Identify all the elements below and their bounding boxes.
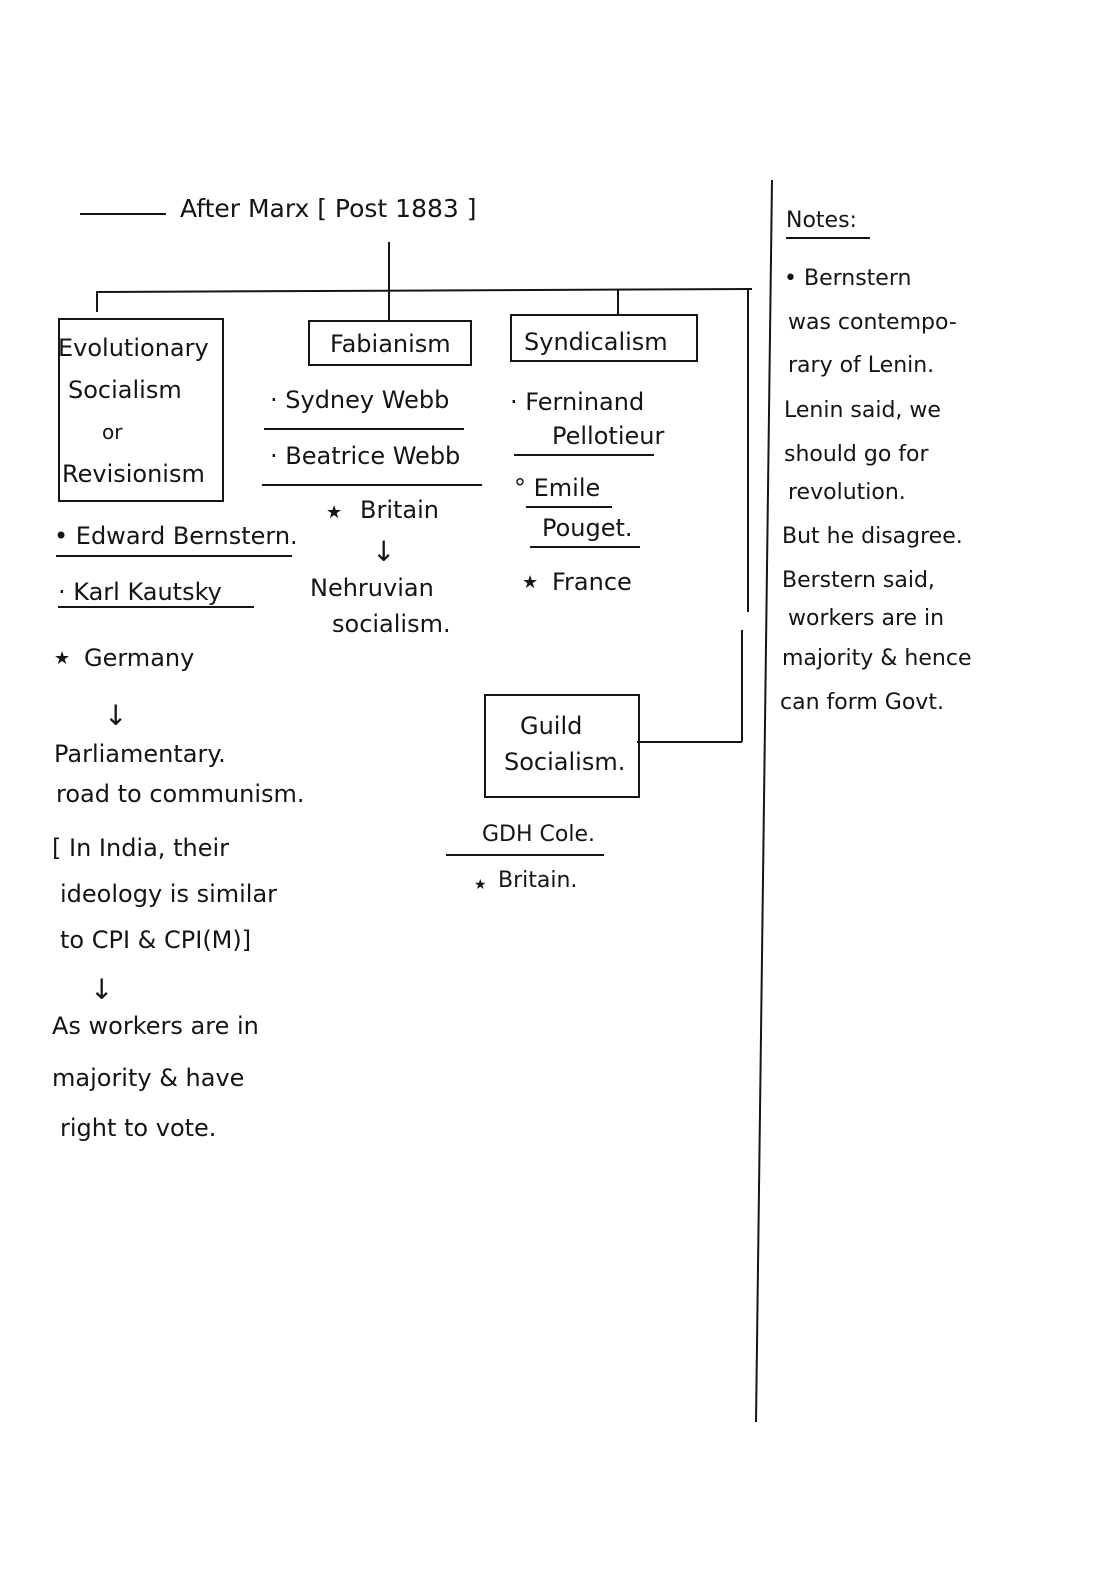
star-icon: ★	[474, 877, 487, 893]
underline	[56, 555, 292, 557]
evolutionary-box-line: Socialism	[68, 376, 182, 404]
fabianism-box	[308, 320, 472, 366]
person-emile-pouget: Pouget.	[542, 514, 633, 542]
outcome-line: Parliamentary.	[54, 740, 226, 768]
evolutionary-box	[58, 318, 224, 502]
syndicalism-label: Syndicalism	[524, 328, 668, 356]
evolutionary-box-line: Revisionism	[62, 460, 205, 488]
underline	[58, 606, 254, 608]
underline	[264, 428, 464, 430]
person-gdh-cole: GDH Cole.	[482, 822, 595, 847]
reason-line: right to vote.	[60, 1114, 217, 1142]
notes-line: majority & hence	[782, 646, 972, 671]
arrow-down-icon: ↓	[90, 973, 114, 1006]
reason-line: As workers are in	[52, 1012, 259, 1040]
branch-bar	[95, 288, 753, 293]
underline	[526, 506, 612, 508]
person-sydney-webb: · Sydney Webb	[270, 386, 450, 414]
underline	[530, 546, 640, 548]
notes-line: can form Govt.	[780, 690, 944, 715]
fabianism-label: Fabianism	[330, 330, 451, 358]
star-icon: ★	[54, 648, 71, 669]
india-note-line: ideology is similar	[60, 880, 278, 908]
notes-line: Lenin said, we	[784, 398, 941, 423]
country-britain: Britain	[360, 496, 439, 524]
evolutionary-box-line: or	[102, 420, 123, 444]
notes-line: But he disagree.	[782, 524, 963, 549]
outcome-line: Nehruvian	[310, 574, 434, 602]
notes-line: Berstern said,	[782, 568, 935, 593]
notes-line: • Bernstern	[784, 266, 912, 291]
person-beatrice-webb: · Beatrice Webb	[270, 442, 461, 470]
star-icon: ★	[522, 572, 539, 593]
india-note-line: to CPI & CPI(M)]	[60, 926, 252, 954]
outcome-line: road to communism.	[56, 780, 305, 808]
evolutionary-box-line: Evolutionary	[58, 334, 209, 362]
guild-box-line: Guild	[520, 712, 583, 740]
reason-line: majority & have	[52, 1064, 245, 1092]
outcome-line: socialism.	[332, 610, 451, 638]
underline	[446, 854, 604, 856]
country-france: France	[552, 568, 632, 596]
person-ferninand: Pellotieur	[552, 422, 665, 450]
underline	[262, 484, 482, 486]
notes-divider	[755, 179, 773, 1423]
syndicalism-box	[510, 314, 698, 362]
person-edward-bernstern: • Edward Bernstern.	[54, 522, 298, 550]
star-icon: ★	[326, 502, 343, 523]
underline	[514, 454, 654, 456]
person-ferninand: · Ferninand	[510, 388, 645, 416]
guild-box-line: Socialism.	[504, 748, 626, 776]
notes-line: should go for	[784, 442, 929, 467]
person-emile-pouget: ° Emile	[514, 474, 601, 502]
guild-box	[484, 694, 640, 798]
person-karl-kautsky: · Karl Kautsky	[58, 578, 222, 606]
notes-heading-underline	[786, 237, 870, 239]
india-note-line: [ In India, their	[52, 834, 229, 862]
notes-line: rary of Lenin.	[788, 353, 935, 378]
arrow-down-icon: ↓	[372, 535, 396, 568]
notes-heading: Notes:	[786, 208, 857, 233]
country-britain: Britain.	[498, 868, 578, 893]
notes-line: revolution.	[788, 480, 906, 505]
notes-line: workers are in	[788, 606, 945, 631]
notes-line: was contempo-	[788, 310, 957, 335]
country-germany: Germany	[84, 644, 195, 672]
arrow-down-icon: ↓	[104, 699, 128, 732]
page-title: After Marx [ Post 1883 ]	[180, 194, 477, 223]
